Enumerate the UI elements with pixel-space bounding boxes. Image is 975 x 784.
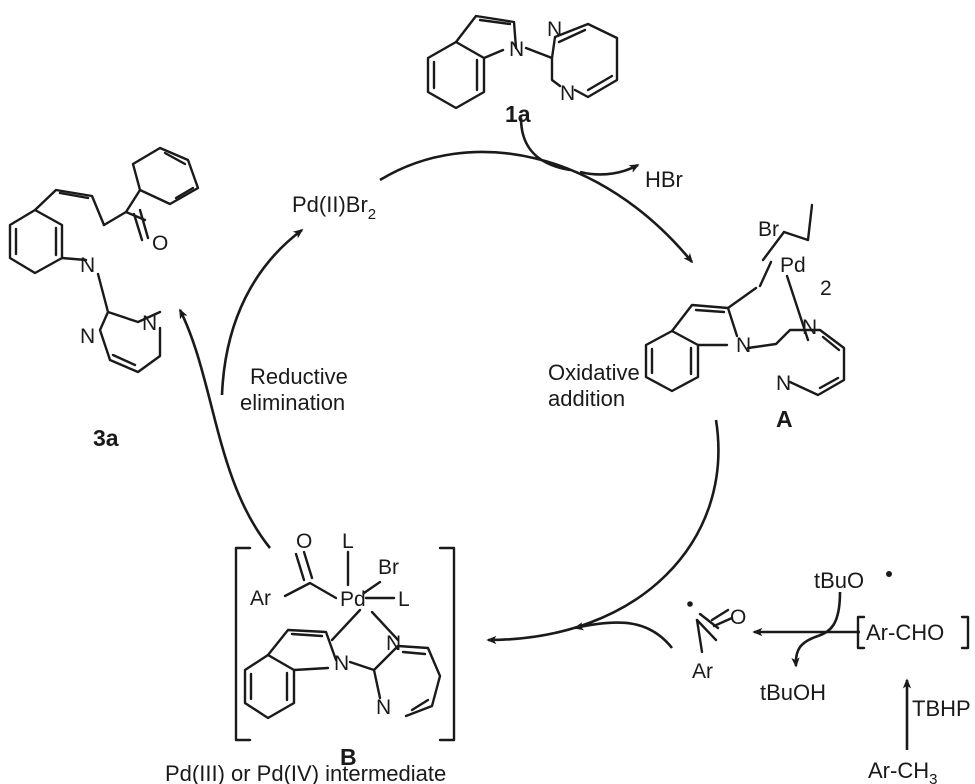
arrow-tbuo-in xyxy=(817,591,842,638)
ar-cho-label: Ar-CHO xyxy=(866,620,944,645)
svg-text:N: N xyxy=(142,312,157,335)
arrow-1a-in xyxy=(519,117,571,172)
label-1a: 1a xyxy=(505,101,531,127)
label-3a: 3a xyxy=(93,425,119,451)
cycle-arrows xyxy=(178,117,912,750)
intermediate-A-structure: Pd Br N N N 2 A xyxy=(644,203,846,432)
svg-text:Pd: Pd xyxy=(780,254,806,277)
arrow-acyl-in xyxy=(573,621,674,649)
svg-text:N: N xyxy=(386,632,401,655)
label-A: A xyxy=(776,406,793,432)
tbhp-label: TBHP xyxy=(912,696,971,721)
svg-text:L: L xyxy=(342,530,354,553)
compound-1a-structure: N N N 1a xyxy=(426,14,619,127)
svg-text:N: N xyxy=(547,18,562,41)
svg-text:N: N xyxy=(376,696,391,719)
svg-text:Ar: Ar xyxy=(692,660,713,683)
radical-dot-icon xyxy=(886,571,892,577)
svg-text:N: N xyxy=(334,652,349,675)
svg-text:N: N xyxy=(802,316,817,339)
intermediate-B-structure: O Ar Pd L Br L N N N B xyxy=(234,530,456,770)
svg-text:N: N xyxy=(560,82,575,105)
product-3a-structure: N O N N 3a xyxy=(8,146,200,451)
svg-text:Br: Br xyxy=(378,556,399,579)
label-B: B xyxy=(340,744,357,770)
svg-text:2: 2 xyxy=(820,277,832,300)
arrow-A-to-B xyxy=(486,419,720,645)
svg-text:N: N xyxy=(80,254,95,277)
ar-ch3-label: Ar-CH3 xyxy=(868,758,937,784)
intermediate-caption: Pd(III) or Pd(IV) intermediate xyxy=(165,761,446,784)
svg-text:L: L xyxy=(398,588,410,611)
svg-text:N: N xyxy=(509,38,524,61)
ar-cho-bracket xyxy=(856,615,970,650)
svg-text:Ar: Ar xyxy=(250,587,271,610)
svg-text:O: O xyxy=(296,530,312,553)
hbr-label: HBr xyxy=(645,167,683,192)
svg-text:N: N xyxy=(736,334,751,357)
pd-catalyst-label: Pd(II)Br2 xyxy=(292,192,376,223)
svg-text:O: O xyxy=(730,606,746,629)
svg-text:N: N xyxy=(80,325,95,348)
svg-text:O: O xyxy=(152,232,168,255)
tbuo-label: tBuO xyxy=(814,568,864,593)
arrow-3a-to-pd xyxy=(220,228,304,396)
arrow-tbuoh-out xyxy=(791,634,819,668)
acyl-radical-structure: O Ar xyxy=(687,601,746,683)
arrow-B-to-3a xyxy=(178,308,272,549)
arrow-pd-to-A xyxy=(379,150,694,264)
tbuoh-label: tBuOH xyxy=(760,680,826,705)
svg-text:N: N xyxy=(776,372,791,395)
arrow-hbr-out xyxy=(579,163,640,176)
svg-text:Br: Br xyxy=(758,218,779,241)
svg-text:Pd: Pd xyxy=(340,588,366,611)
